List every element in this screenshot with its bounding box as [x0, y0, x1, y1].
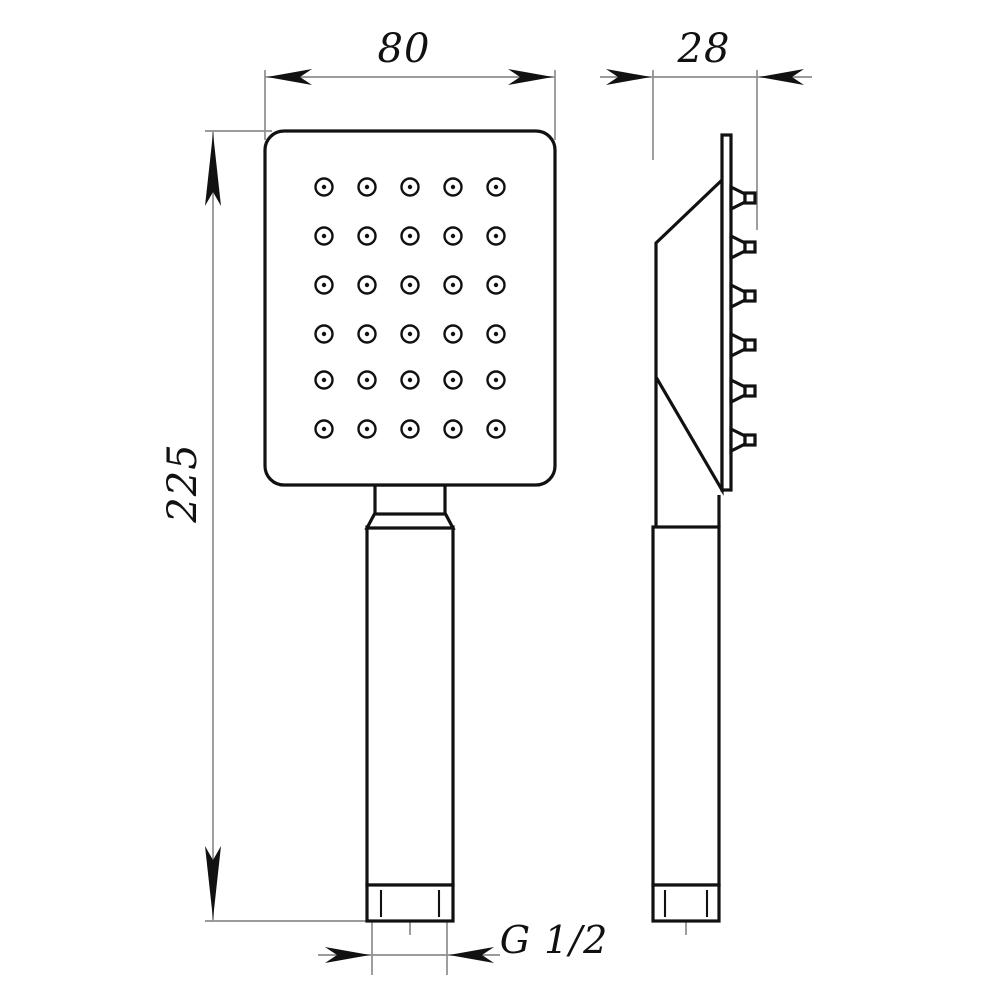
side-body-handle-transition: [654, 377, 721, 527]
nozzle-dot: [321, 377, 327, 383]
side-nozzle-tip: [743, 191, 757, 205]
side-nozzle-tip: [743, 433, 757, 447]
side-nozzle-tip: [743, 289, 757, 303]
dimension-label-depth: 28: [677, 26, 731, 72]
side-body-wedge: [654, 176, 724, 496]
side-nozzle-tip: [743, 384, 757, 398]
front-handle-body: [365, 525, 455, 887]
nozzle-dot: [407, 331, 413, 337]
nozzle-dot: [321, 426, 327, 432]
front-view: [263, 129, 557, 923]
side-nozzle-nub: [729, 331, 747, 359]
front-thread-collar: [365, 883, 455, 923]
front-neck: [373, 483, 447, 516]
side-nozzle-nub: [729, 282, 747, 310]
nozzle-dot: [450, 426, 456, 432]
nozzle-dot: [364, 233, 370, 239]
side-nozzle-nub: [729, 426, 747, 454]
nozzle-dot: [450, 331, 456, 337]
side-nozzle-nub: [729, 233, 747, 261]
arrow-width-left: [267, 69, 312, 85]
nozzle-dot: [450, 377, 456, 383]
nozzle-dot: [407, 377, 413, 383]
nozzle-dot: [407, 233, 413, 239]
nozzle-dot: [450, 184, 456, 190]
dimension-label-thread: G 1/2: [500, 918, 609, 962]
nozzle-dot: [450, 282, 456, 288]
arrow-height-top: [205, 133, 221, 206]
nozzle-dot: [493, 377, 499, 383]
arrow-depth-right: [759, 69, 804, 85]
nozzle-dot: [364, 282, 370, 288]
side-nozzle-nub: [729, 184, 747, 212]
nozzle-dot: [321, 282, 327, 288]
nozzle-dot: [321, 233, 327, 239]
side-thread-collar: [651, 883, 721, 923]
side-nozzle-tip: [743, 338, 757, 352]
side-nozzle-nub: [729, 377, 747, 405]
arrow-depth-left: [606, 69, 651, 85]
side-nozzle-nubs: [729, 184, 757, 454]
arrow-height-bottom: [205, 846, 221, 919]
side-nozzle-tip: [743, 240, 757, 254]
nozzle-dot: [493, 282, 499, 288]
side-handle-body: [651, 525, 721, 887]
nozzle-dot: [493, 184, 499, 190]
dimension-label-height: 225: [160, 443, 206, 523]
nozzle-dot: [321, 331, 327, 337]
nozzle-dot: [407, 426, 413, 432]
nozzle-dot: [364, 331, 370, 337]
nozzle-dot: [364, 377, 370, 383]
dimension-labels: 80 28 225 G 1/2: [160, 26, 731, 962]
nozzle-dot: [493, 233, 499, 239]
nozzle-dot: [407, 184, 413, 190]
front-faceplate: [263, 129, 557, 487]
nozzle-dot: [493, 331, 499, 337]
arrow-thread-left: [325, 947, 370, 963]
side-faceplate: [720, 133, 733, 492]
nozzle-dot: [493, 426, 499, 432]
arrow-thread-right: [449, 947, 494, 963]
side-view: [651, 133, 757, 923]
nozzle-dot: [450, 233, 456, 239]
nozzle-grid: [314, 177, 506, 439]
nozzle-dot: [321, 184, 327, 190]
dimension-label-width: 80: [378, 26, 431, 72]
nozzle-dot: [364, 426, 370, 432]
nozzle-dot: [364, 184, 370, 190]
arrow-width-right: [508, 69, 553, 85]
nozzle-dot: [407, 282, 413, 288]
